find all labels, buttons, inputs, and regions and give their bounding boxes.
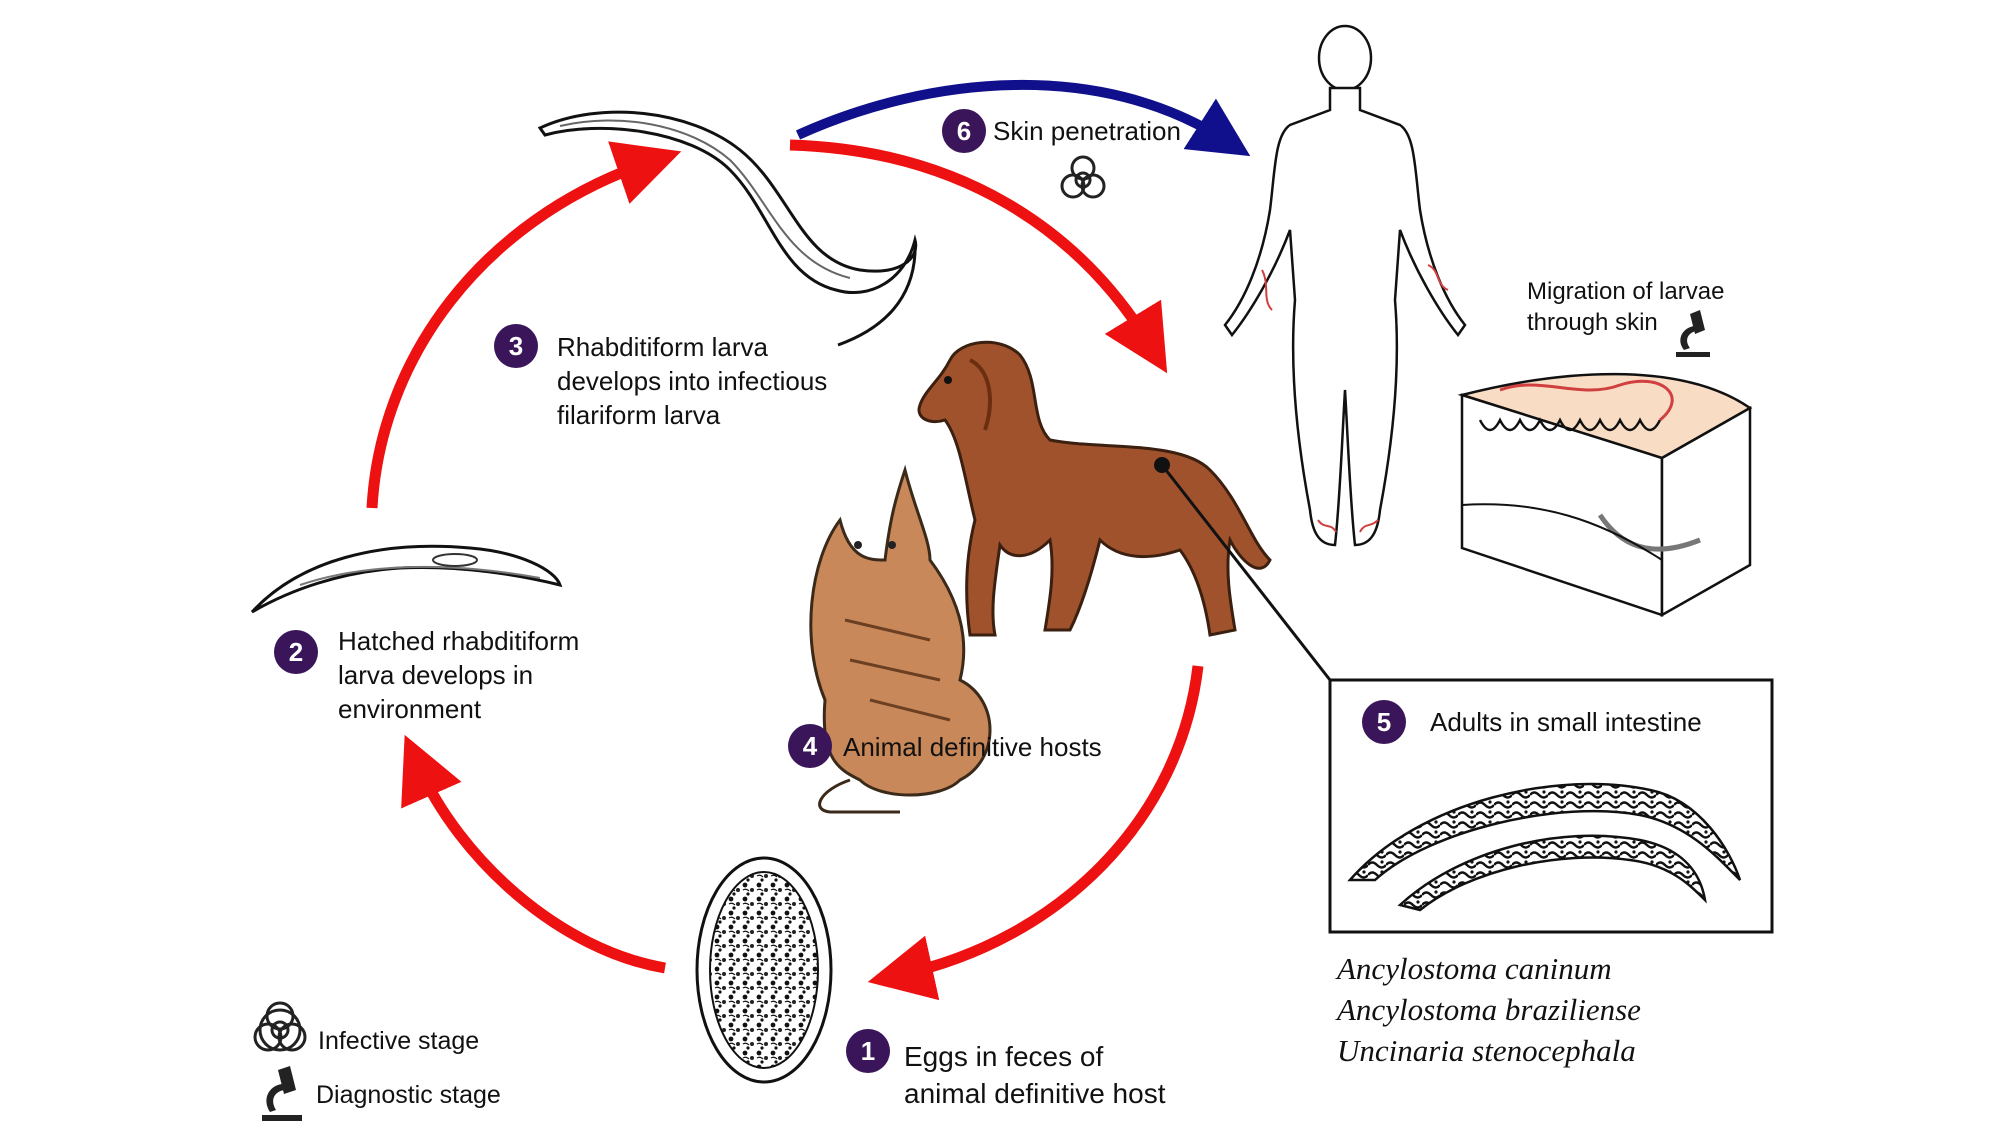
step-4-line-1: Animal definitive hosts (843, 732, 1102, 762)
step-badge-1: 1 (846, 1029, 890, 1073)
step-label-1: Eggs in feces of animal definitive host (904, 1038, 1165, 1112)
species-ancylostoma-caninum: Ancylostoma caninum (1337, 951, 1612, 986)
arrow-skin-penetration (795, 80, 1251, 157)
cat-illustration (809, 464, 992, 814)
step-badge-6: 6 (942, 109, 986, 153)
human-figure-illustration (1223, 24, 1467, 547)
step-3-line-3: filariform larva (557, 400, 721, 430)
arrow-1-to-2 (401, 734, 666, 974)
species-uncinaria-stenocephala: Uncinaria stenocephala (1337, 1033, 1636, 1068)
step-badge-5: 5 (1362, 700, 1406, 744)
species-ancylostoma-braziliense: Ancylostoma braziliense (1337, 992, 1641, 1027)
step-2-line-3: environment (338, 694, 482, 724)
pointer-line-to-intestine (1160, 464, 1332, 681)
step-1-line-2: animal definitive host (904, 1078, 1166, 1109)
legend-diagnostic-text: Diagnostic stage (316, 1081, 501, 1109)
step-6-line-1: Skin penetration (993, 116, 1181, 146)
filariform-larva-illustration (537, 110, 918, 347)
migration-line-1: Migration of larvae (1527, 278, 1725, 305)
step-label-5: Adults in small intestine (1430, 705, 1702, 739)
step-badge-2: 2 (274, 630, 318, 674)
microscope-icon (262, 1066, 302, 1121)
step-3-line-1: Rhabditiform larva (557, 332, 768, 362)
arrow-2-to-3 (366, 141, 682, 509)
step-3-line-2: develops into infectious (557, 366, 828, 396)
skin-cross-section-illustration (1457, 372, 1753, 618)
egg-illustration (695, 856, 833, 1084)
step-2-line-2: larva develops in (338, 660, 534, 690)
legend-infective-text: Infective stage (318, 1027, 480, 1055)
step-label-6: Skin penetration (993, 114, 1181, 148)
step-label-3: Rhabditiform larva develops into infecti… (557, 330, 827, 432)
species-list: Ancylostoma caninum Ancylostoma brazilie… (1337, 948, 1641, 1071)
step-badge-4: 4 (788, 724, 832, 768)
step-label-4: Animal definitive hosts (843, 730, 1102, 764)
dog-illustration (917, 340, 1272, 637)
step-2-line-1: Hatched rhabditiform (338, 626, 580, 656)
adult-worms-illustration (1347, 782, 1742, 912)
migration-line-2: through skin (1527, 309, 1658, 336)
step-5-line-1: Adults in small intestine (1430, 707, 1702, 737)
step-label-2: Hatched rhabditiform larva develops in e… (338, 624, 579, 726)
biohazard-icon-skin-penetration (1060, 155, 1106, 199)
biohazard-icon (253, 1001, 307, 1052)
microscope-icon-migration (1676, 310, 1710, 357)
migration-label: Migration of larvae through skin (1527, 276, 1724, 338)
arrow-3-to-4 (789, 139, 1168, 374)
step-badge-3: 3 (494, 324, 538, 368)
rhabditiform-larva-illustration (250, 544, 563, 614)
step-1-line-1: Eggs in feces of (904, 1041, 1104, 1072)
arrow-4-to-1 (867, 665, 1204, 1001)
